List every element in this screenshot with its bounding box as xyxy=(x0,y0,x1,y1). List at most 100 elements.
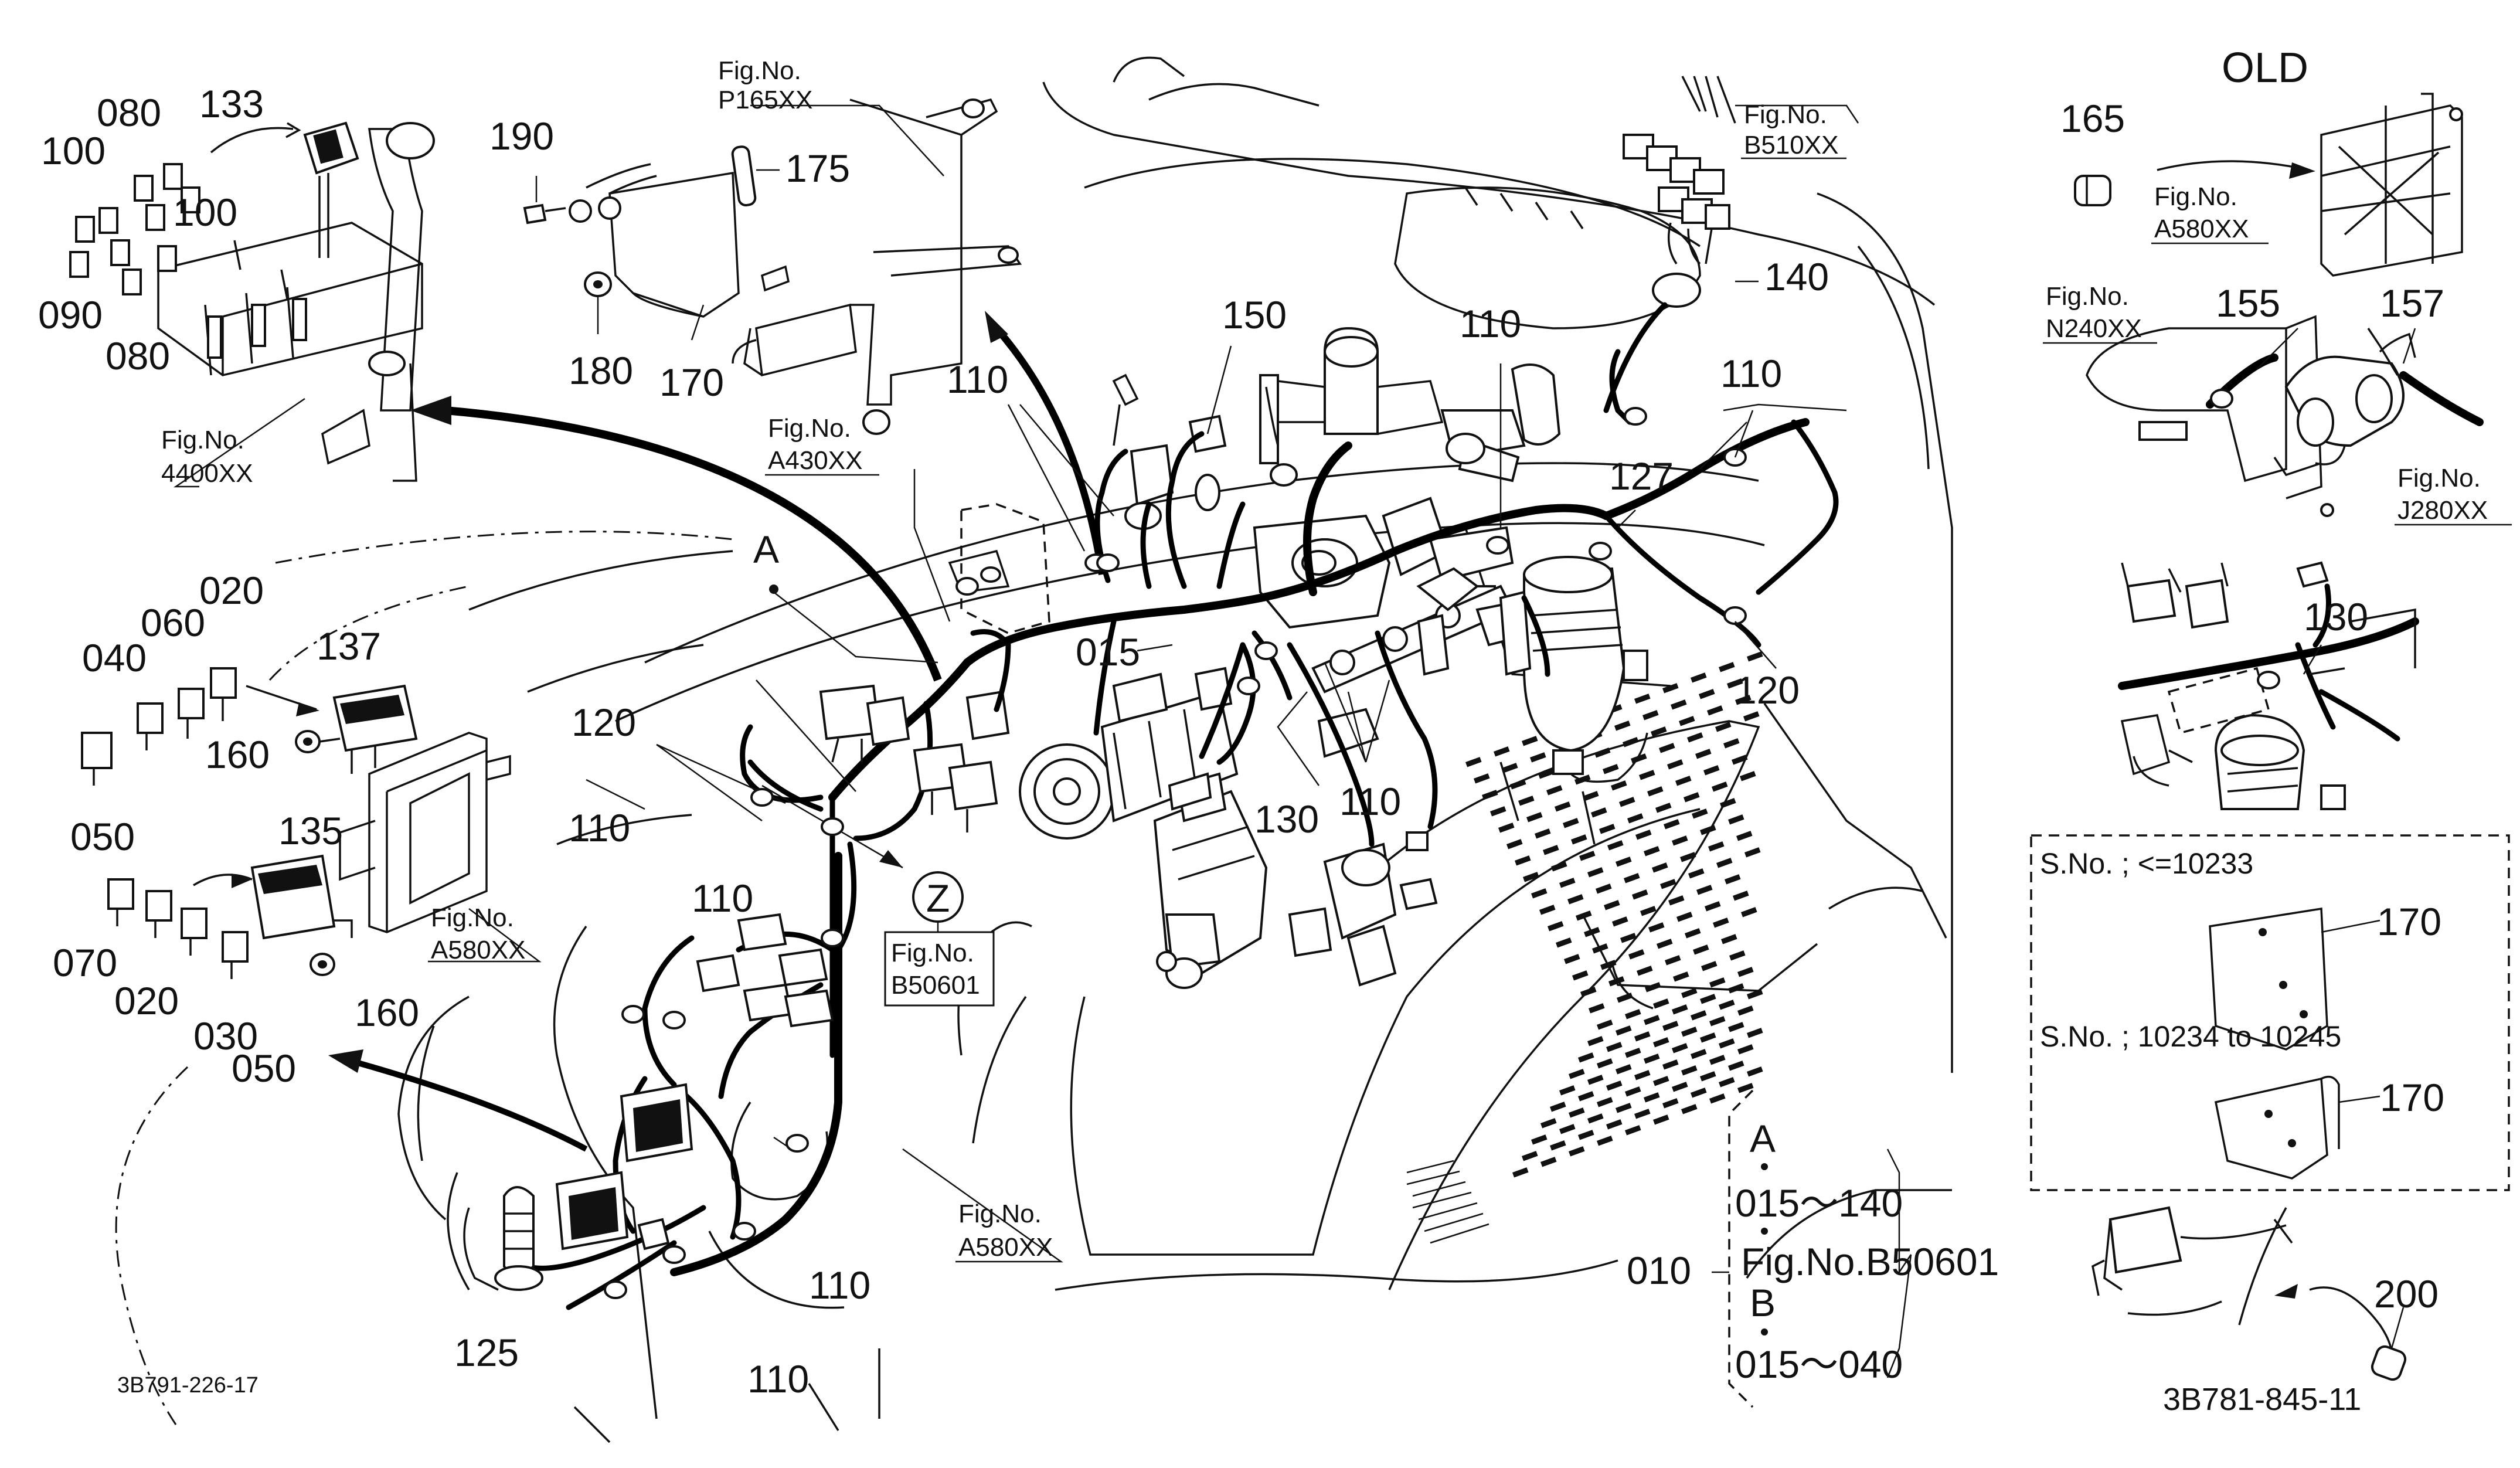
fuse-box-a580 xyxy=(81,667,542,979)
grille-slot xyxy=(1716,858,1733,868)
grille-slot xyxy=(1652,862,1668,873)
svg-text:Fig.No.: Fig.No. xyxy=(431,903,514,932)
part-label-170: 170 xyxy=(2377,900,2441,943)
grille-slot xyxy=(1719,662,1735,672)
fig-ref-b50601: Fig.No. B50601 xyxy=(884,931,995,1007)
grille-slot xyxy=(1700,1032,1716,1043)
grille-slot xyxy=(1594,747,1611,758)
grille-slot xyxy=(1681,1027,1698,1037)
grille-slot xyxy=(1668,895,1685,906)
legend-b-range: 015～040 xyxy=(1735,1343,1903,1386)
grille-slot xyxy=(1675,776,1692,786)
grille-slot xyxy=(1556,937,1572,948)
grille-slot xyxy=(1616,857,1632,867)
grille-slot xyxy=(1526,812,1543,823)
grille-slot xyxy=(1587,1113,1604,1124)
part-label-125: 125 xyxy=(454,1331,519,1374)
relay-icon xyxy=(303,121,359,258)
part-label-137: 137 xyxy=(317,624,381,668)
grille-slot xyxy=(1597,1097,1613,1107)
grille-slot xyxy=(1603,900,1620,910)
grille-slot xyxy=(1664,819,1680,830)
svg-text:Fig.No.: Fig.No. xyxy=(2397,464,2481,492)
grille-slot xyxy=(1653,1037,1669,1048)
grille-slot xyxy=(1709,1055,1726,1065)
grille-slot xyxy=(1721,934,1737,944)
legend-b-label: B xyxy=(1750,1281,1776,1324)
grille-pattern xyxy=(1465,651,1763,1178)
drawing-number-left: 3B791-226-17 xyxy=(117,1373,259,1398)
grille-slot xyxy=(1644,1054,1660,1064)
legend: 010 A 015～140 Fig.No.B50601 B 015～040 xyxy=(1627,1089,1999,1408)
grille-slot xyxy=(1563,818,1579,828)
part-label-120: 120 xyxy=(1735,668,1800,712)
fig-ref-j280: Fig.No. J280XX xyxy=(2397,464,2488,525)
svg-text:A: A xyxy=(753,528,779,571)
svg-text:Fig.No.: Fig.No. xyxy=(2154,182,2237,211)
grille-slot xyxy=(1703,765,1720,776)
grille-slot xyxy=(1728,814,1744,825)
svg-text:J280XX: J280XX xyxy=(2397,496,2488,525)
grille-slot xyxy=(1571,834,1587,845)
grille-slot xyxy=(1635,830,1652,840)
grille-slot xyxy=(1623,737,1639,747)
grille-slot xyxy=(1645,982,1661,993)
grille-slot xyxy=(1687,732,1703,743)
tractor-outline xyxy=(115,56,1953,1443)
grille-slot xyxy=(1538,769,1555,779)
grille-slot xyxy=(1490,806,1506,817)
grille-slot xyxy=(1691,1049,1707,1059)
grille-slot xyxy=(1700,825,1716,835)
svg-text:A580XX: A580XX xyxy=(2154,215,2249,243)
grille-slot xyxy=(1580,987,1597,997)
grille-slot xyxy=(1691,672,1707,683)
grille-slot xyxy=(1587,867,1604,878)
grille-slot xyxy=(1737,1083,1754,1093)
grille-slot xyxy=(1691,808,1708,819)
grille-slot xyxy=(1634,1031,1651,1042)
svg-text:A430XX: A430XX xyxy=(768,446,862,475)
grille-slot xyxy=(1572,970,1589,981)
relay-icon xyxy=(819,684,1010,832)
part-label-175: 175 xyxy=(785,147,850,190)
grille-slot xyxy=(1624,873,1640,883)
grille-slot xyxy=(1597,1058,1613,1069)
grille-slot xyxy=(1568,1069,1585,1079)
svg-text:Fig.No.: Fig.No. xyxy=(161,426,244,454)
grille-slot xyxy=(1625,1048,1641,1058)
grille-slot xyxy=(1540,1118,1557,1129)
grille-slot xyxy=(1559,1124,1576,1134)
part-label-110: 110 xyxy=(692,876,753,920)
part-label-080: 080 xyxy=(97,91,161,134)
part-label-150: 150 xyxy=(1222,293,1287,337)
grille-slot xyxy=(1647,786,1664,797)
legend-a-range: 015～140 xyxy=(1735,1181,1903,1225)
fig-ref-a580-bottom: Fig.No. A580XX xyxy=(958,1199,1053,1262)
relay-icon xyxy=(555,1083,693,1250)
grille-slot xyxy=(1610,780,1627,791)
grille-slot xyxy=(1550,1102,1566,1112)
grille-slot xyxy=(1747,651,1763,662)
bracket-p165 xyxy=(732,98,1022,435)
grille-slot xyxy=(1603,764,1619,774)
grille-slot xyxy=(1712,781,1728,792)
grille-slot xyxy=(1708,841,1725,852)
grille-slot xyxy=(1728,1061,1744,1071)
grille-slot xyxy=(1640,906,1657,916)
grille-slot xyxy=(1651,726,1667,737)
lower-grille xyxy=(1406,1160,1489,1244)
grille-slot xyxy=(1596,883,1612,894)
grille-slot xyxy=(1662,683,1679,694)
part-label-127: 127 xyxy=(1609,454,1674,498)
grille-slot xyxy=(1709,1016,1726,1027)
sensor-icon xyxy=(1124,414,1298,530)
grille-slot xyxy=(1625,1125,1641,1136)
grille-slot xyxy=(1577,1130,1594,1140)
svg-text:Fig.No.: Fig.No. xyxy=(1744,100,1827,129)
grille-slot xyxy=(1616,1025,1632,1036)
grille-slot xyxy=(1693,944,1709,955)
grille-slot xyxy=(1673,971,1689,982)
svg-text:P165XX: P165XX xyxy=(718,86,812,114)
grille-slot xyxy=(1559,878,1576,888)
